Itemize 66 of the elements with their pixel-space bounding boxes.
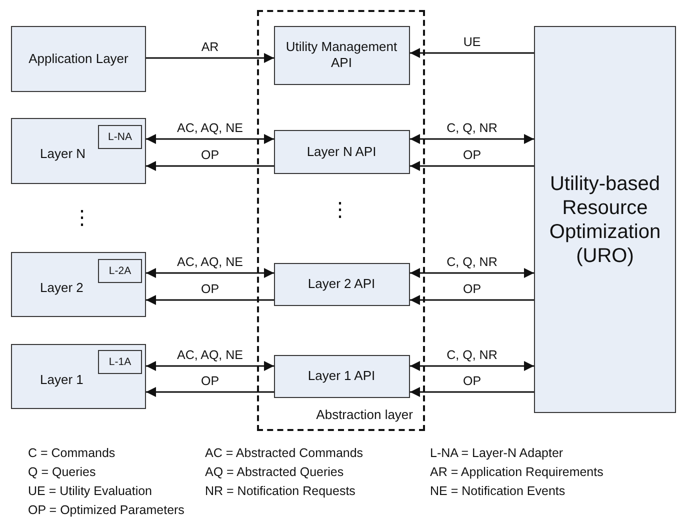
legend-text: AR = Application Requirements <box>430 466 604 478</box>
api-box <box>274 262 410 306</box>
node-text: L-1A <box>108 356 132 368</box>
adapter-box <box>98 125 142 149</box>
edge-label: OP <box>200 283 220 296</box>
legend-text: UE = Utility Evaluation <box>28 485 152 498</box>
node-text: L-NA <box>108 130 132 144</box>
edge-label: AC, AQ, NE <box>176 122 244 134</box>
node-text: Utility-based Resource Optimization (URO) <box>548 172 662 268</box>
arrow <box>146 295 274 305</box>
api-box <box>274 26 410 84</box>
arrow <box>146 268 274 278</box>
node-text: Abstraction layer <box>316 407 413 423</box>
ellipsis-mark: ⋮ <box>72 208 92 228</box>
legend-text: OP = Optimized Parameters <box>28 504 184 516</box>
legend-text: NR = Notification Requests <box>205 485 356 498</box>
arrow <box>146 361 274 371</box>
arrow <box>146 134 274 144</box>
arrow <box>410 134 534 144</box>
legend-text: NE = Notification Events <box>430 485 566 498</box>
legend-text: AQ = Abstracted Queries <box>205 466 344 478</box>
arrow <box>410 268 534 278</box>
ellipsis-mark: ⋮ <box>330 200 350 220</box>
edge-label: OP <box>200 149 220 162</box>
arrow <box>146 387 274 397</box>
node-text: Layer N <box>40 146 86 162</box>
legend-text: Q = Queries <box>28 466 96 478</box>
node-text: L-2A <box>108 264 132 278</box>
optimization-box <box>534 26 676 413</box>
layer-box <box>11 252 146 317</box>
arrow <box>146 161 274 171</box>
edge-label: C, Q, NR <box>446 122 498 134</box>
edge-label: UE <box>462 36 482 48</box>
legend-text: L-NA = Layer-N Adapter <box>430 447 564 460</box>
layer-box <box>11 118 146 184</box>
edge-label: OP <box>462 375 482 388</box>
layer-box <box>11 344 146 409</box>
edge-label: AC, AQ, NE <box>176 256 244 268</box>
node-text: Layer 1 <box>40 372 84 388</box>
adapter-box <box>98 350 142 374</box>
arrow <box>146 53 274 63</box>
edge-label: AC, AQ, NE <box>176 349 244 362</box>
edge-label: OP <box>462 149 482 162</box>
arrow <box>410 48 534 58</box>
adapter-box <box>98 259 142 283</box>
node-text: Layer 2 <box>40 280 84 296</box>
arrow <box>410 161 534 171</box>
arrow <box>410 295 534 305</box>
node-text: Layer N API <box>306 144 376 160</box>
edge-label: C, Q, NR <box>446 349 498 362</box>
abstraction-layer-region <box>257 10 425 431</box>
node-text: Layer 1 API <box>308 368 376 384</box>
api-box <box>274 130 410 174</box>
legend-text: AC = Abstracted Commands <box>205 447 364 460</box>
edge-label: C, Q, NR <box>446 256 498 268</box>
arrow <box>410 387 534 397</box>
legend-text: C = Commands <box>28 447 116 460</box>
node-text: Application Layer <box>28 51 128 67</box>
arrow <box>410 361 534 371</box>
api-box <box>274 354 410 398</box>
node-text: Utility Management API <box>284 39 398 71</box>
node-text: Layer 2 API <box>308 276 376 292</box>
edge-label: AR <box>200 41 220 54</box>
edge-label: OP <box>200 375 220 388</box>
layer-box <box>11 26 146 92</box>
edge-label: OP <box>462 283 482 296</box>
